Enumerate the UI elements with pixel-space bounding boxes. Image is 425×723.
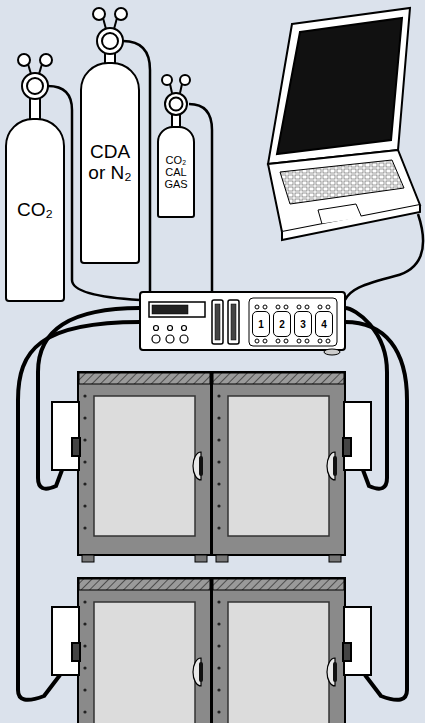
channel-slot: 3 [294, 311, 312, 337]
channel-number: 2 [279, 319, 285, 330]
growth-cabinet [78, 372, 345, 723]
gas-label: CO₂ CAL GAS [161, 154, 191, 190]
laptop [268, 8, 420, 240]
channel-number: 3 [300, 319, 306, 330]
gas-cylinder: CO₂ [5, 118, 65, 302]
channel-slot: 4 [315, 311, 333, 337]
usb-cable [345, 214, 423, 300]
gas-label: CO₂ [17, 200, 53, 221]
gas-hose [48, 41, 212, 300]
channel-number: 4 [321, 319, 327, 330]
channel-number: 1 [258, 319, 264, 330]
gas-cylinder: CO₂ CAL GAS [157, 126, 195, 218]
gas-label: CDA or N₂ [84, 142, 136, 184]
channel-slot: 1 [252, 311, 270, 337]
sensor-box [52, 402, 371, 675]
gas-cylinder: CDA or N₂ [80, 62, 140, 264]
channel-slot: 2 [273, 311, 291, 337]
controller-unit [140, 292, 345, 355]
